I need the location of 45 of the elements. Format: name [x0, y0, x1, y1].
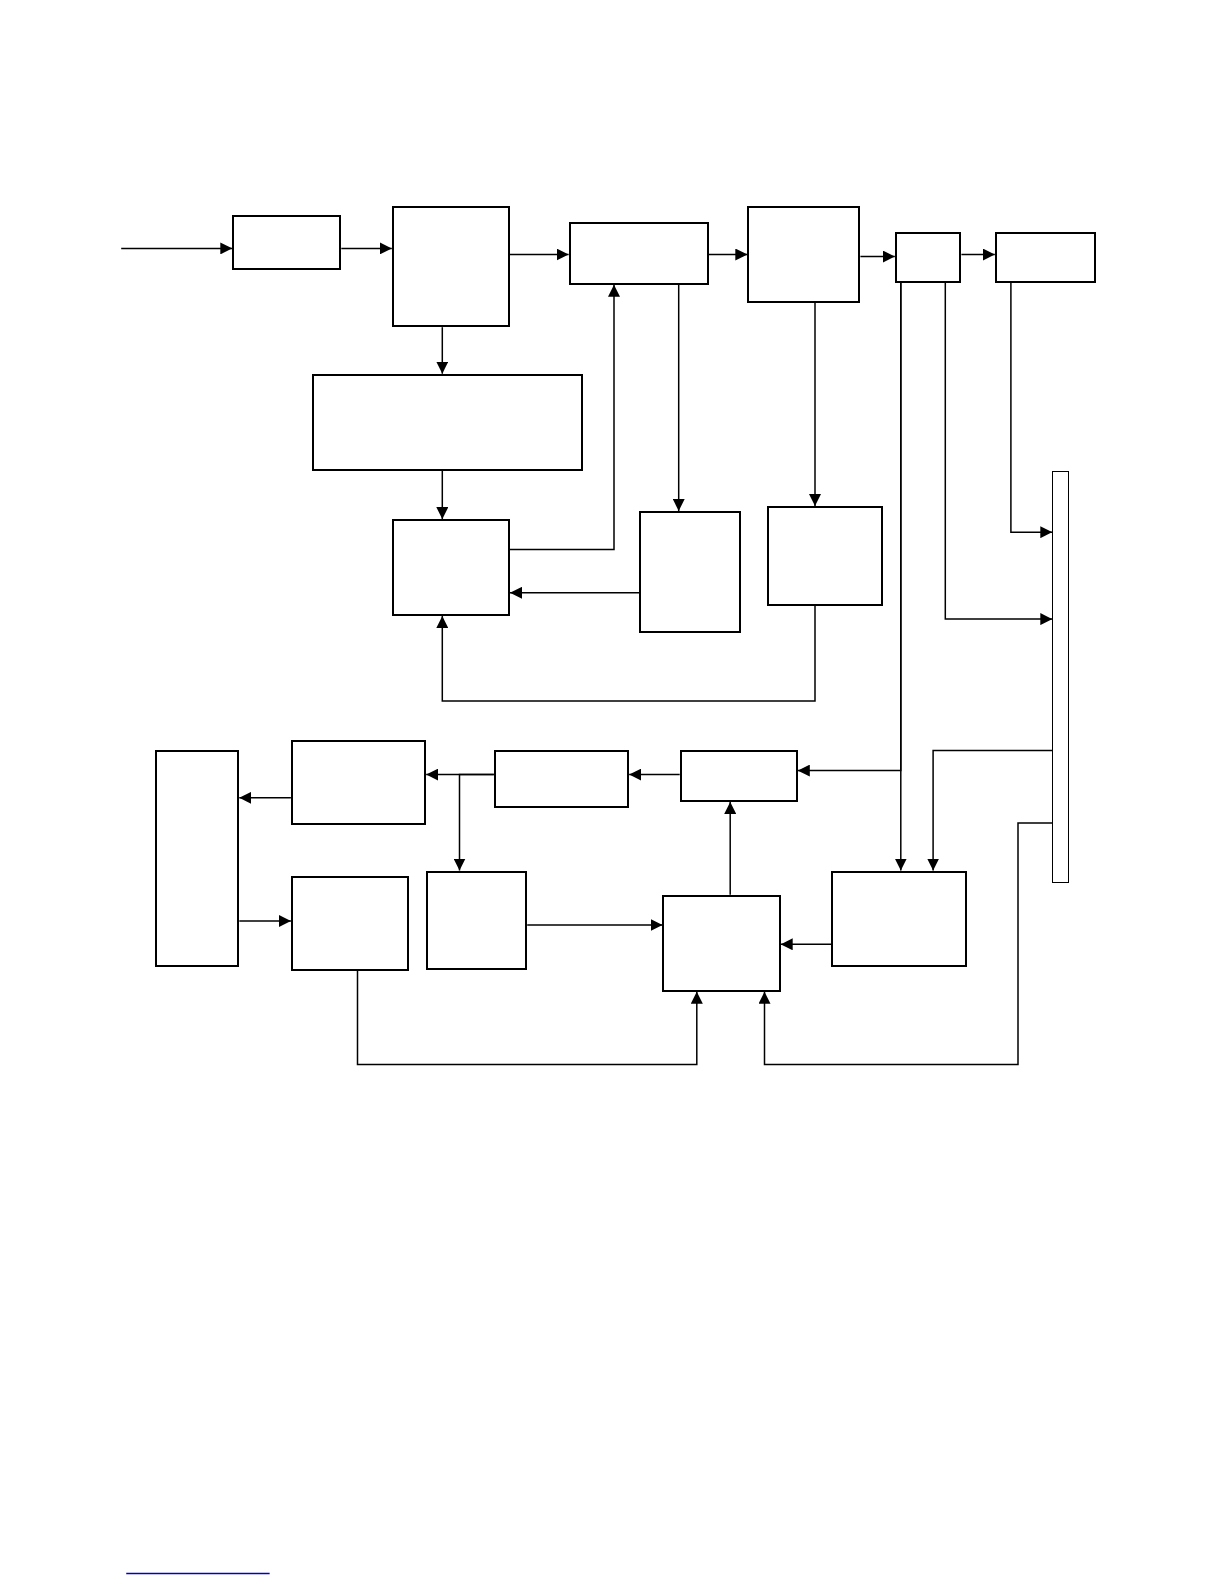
block-box [662, 894, 781, 992]
block-box [679, 750, 798, 802]
arrow [436, 469, 449, 520]
arrow [436, 326, 449, 375]
bus-bar [1052, 470, 1070, 883]
block-box [766, 505, 883, 606]
arrow [238, 791, 292, 804]
arrow [724, 801, 737, 896]
arrow [628, 768, 681, 781]
arrow [509, 248, 570, 261]
arrow [1010, 282, 1054, 539]
arrow [927, 749, 1054, 872]
arrow [509, 284, 620, 551]
arrow [509, 586, 641, 599]
arrow [526, 919, 664, 932]
arrow [120, 242, 234, 255]
block-box [747, 206, 861, 303]
arrow [944, 282, 1054, 626]
arrow [436, 605, 816, 702]
arrow [960, 248, 996, 261]
block-box [831, 870, 968, 968]
block-box [232, 215, 342, 270]
arrow [859, 250, 896, 263]
block-box [391, 519, 510, 616]
arrow [672, 284, 685, 512]
block-box [894, 232, 962, 283]
block-box [426, 870, 528, 970]
arrow [779, 938, 832, 951]
block-box [290, 875, 409, 971]
block-box [391, 206, 510, 328]
block-box [493, 750, 630, 808]
arrow [708, 248, 749, 261]
block-box [312, 373, 583, 471]
block-box [994, 232, 1096, 283]
arrow [797, 282, 902, 777]
block-box [639, 511, 742, 634]
arrow [340, 242, 393, 255]
block-box [290, 740, 427, 826]
block-box [154, 750, 240, 968]
arrow [356, 969, 703, 1066]
arrow [758, 822, 1054, 1066]
arrow [809, 302, 821, 507]
arrow [453, 773, 495, 872]
arrow [238, 915, 292, 927]
block-box [568, 222, 709, 285]
